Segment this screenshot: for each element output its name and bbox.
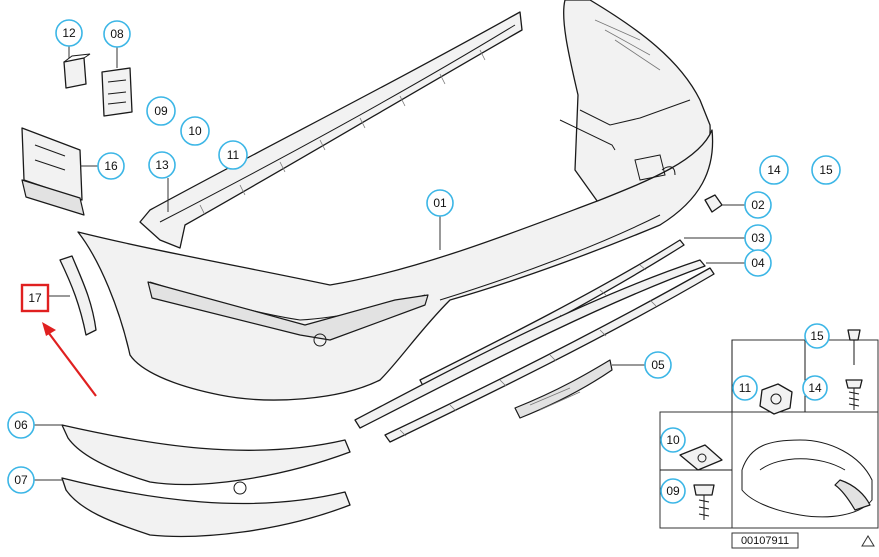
svg-text:02: 02 bbox=[751, 198, 765, 212]
svg-text:03: 03 bbox=[751, 231, 765, 245]
svg-text:08: 08 bbox=[110, 27, 124, 41]
leader-lines bbox=[34, 45, 745, 481]
callout-13[interactable]: 13 bbox=[148, 151, 176, 179]
bumper-carrier[interactable] bbox=[139, 11, 523, 249]
lower-trims[interactable] bbox=[61, 424, 351, 538]
callout-box-10[interactable]: 10 bbox=[660, 427, 686, 453]
callout-14[interactable]: 14 bbox=[759, 155, 789, 185]
callout-box-14[interactable]: 14 bbox=[802, 375, 828, 401]
svg-text:15: 15 bbox=[819, 163, 833, 177]
svg-text:04: 04 bbox=[751, 256, 765, 270]
svg-text:10: 10 bbox=[188, 124, 202, 138]
rear-bumper-cover[interactable] bbox=[77, 0, 714, 401]
callout-04[interactable]: 04 bbox=[744, 249, 772, 277]
svg-text:00107911: 00107911 bbox=[741, 535, 789, 547]
callout-12[interactable]: 12 bbox=[55, 19, 83, 47]
svg-text:06: 06 bbox=[14, 418, 28, 432]
moulding-strips[interactable] bbox=[354, 239, 715, 443]
callout-05[interactable]: 05 bbox=[644, 351, 672, 379]
reflector-strip[interactable] bbox=[514, 359, 613, 419]
callout-02[interactable]: 02 bbox=[744, 191, 772, 219]
callout-01[interactable]: 01 bbox=[426, 189, 454, 217]
callout-17[interactable]: 17 bbox=[20, 283, 50, 313]
corner-triangle-icon bbox=[861, 535, 875, 547]
highlight-arrow bbox=[42, 322, 97, 397]
callout-10[interactable]: 10 bbox=[180, 116, 210, 146]
clip-part[interactable] bbox=[704, 194, 723, 213]
callout-09[interactable]: 09 bbox=[146, 96, 176, 126]
svg-text:17: 17 bbox=[28, 291, 42, 305]
bracket-part[interactable] bbox=[101, 67, 133, 117]
callout-07[interactable]: 07 bbox=[7, 466, 35, 494]
svg-text:11: 11 bbox=[227, 148, 240, 162]
hardware-legend-box bbox=[659, 329, 879, 529]
plug-part[interactable] bbox=[63, 53, 91, 89]
svg-text:16: 16 bbox=[104, 159, 118, 173]
svg-text:12: 12 bbox=[62, 26, 76, 40]
part-number-label: 00107911 bbox=[731, 532, 799, 549]
callout-15[interactable]: 15 bbox=[811, 155, 841, 185]
callout-box-09[interactable]: 09 bbox=[660, 478, 686, 504]
callout-box-15[interactable]: 15 bbox=[804, 323, 830, 349]
svg-text:09: 09 bbox=[154, 104, 168, 118]
callout-16[interactable]: 16 bbox=[97, 152, 125, 180]
svg-text:09: 09 bbox=[666, 484, 680, 498]
callout-11[interactable]: 11 bbox=[218, 140, 248, 170]
callout-03[interactable]: 03 bbox=[744, 224, 772, 252]
callout-06[interactable]: 06 bbox=[7, 411, 35, 439]
svg-text:11: 11 bbox=[739, 381, 752, 395]
svg-text:05: 05 bbox=[651, 358, 665, 372]
svg-text:15: 15 bbox=[810, 329, 824, 343]
svg-text:07: 07 bbox=[14, 473, 28, 487]
callout-08[interactable]: 08 bbox=[103, 20, 131, 48]
svg-text:14: 14 bbox=[808, 381, 822, 395]
svg-text:10: 10 bbox=[666, 433, 680, 447]
svg-text:13: 13 bbox=[155, 158, 169, 172]
svg-text:01: 01 bbox=[433, 196, 447, 210]
callout-box-11[interactable]: 11 bbox=[732, 375, 758, 401]
side-trim-strip[interactable] bbox=[59, 255, 97, 336]
svg-text:14: 14 bbox=[767, 163, 781, 177]
control-module[interactable] bbox=[21, 127, 85, 216]
